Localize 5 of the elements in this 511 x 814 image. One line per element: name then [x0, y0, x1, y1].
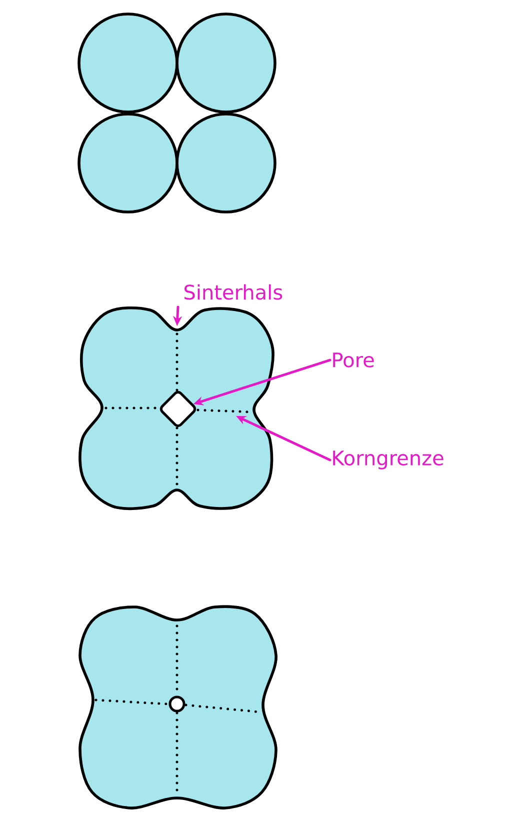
grain-boundary-label: Korngrenze: [333, 450, 444, 470]
neck-label: Sinterhals: [184, 284, 282, 300]
sintered-grains-drawing: [78, 306, 274, 510]
pore-shape: [160, 390, 196, 428]
pore-label: Pore: [333, 352, 374, 368]
